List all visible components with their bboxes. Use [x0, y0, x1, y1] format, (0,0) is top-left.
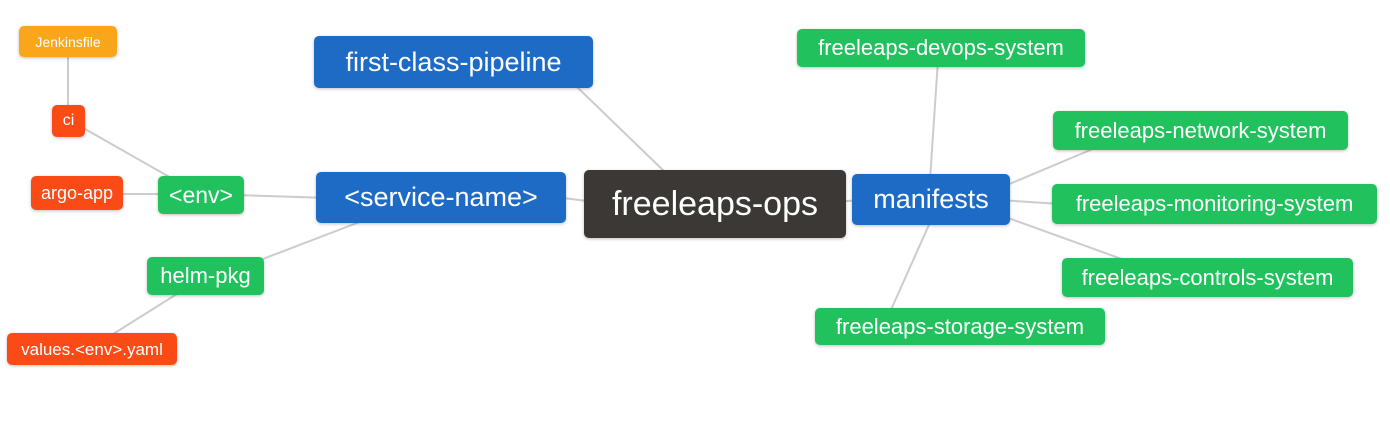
edge-env-to-service-name: [234, 194, 331, 199]
edge-manifests-to-freeleaps-network-system: [999, 147, 1096, 189]
edge-ci-to-env: [77, 124, 181, 184]
node-helm-pkg[interactable]: helm-pkg: [147, 257, 264, 295]
node-freeleaps-storage-system[interactable]: freeleaps-storage-system: [815, 308, 1105, 345]
node-manifests[interactable]: manifests: [852, 174, 1010, 225]
node-freeleaps-monitoring-system[interactable]: freeleaps-monitoring-system: [1052, 184, 1377, 224]
edge-helm-pkg-to-service-name: [254, 217, 371, 263]
node-freeleaps-controls-system[interactable]: freeleaps-controls-system: [1062, 258, 1353, 297]
edge-manifests-to-freeleaps-devops-system: [929, 59, 939, 181]
node-freeleaps-network-system[interactable]: freeleaps-network-system: [1053, 111, 1348, 150]
node-argo-app[interactable]: argo-app: [31, 176, 123, 210]
node-freeleaps-ops[interactable]: freeleaps-ops: [584, 170, 846, 238]
edge-first-class-pipeline-to-freeleaps-ops: [574, 84, 669, 176]
edge-values-env-yaml-to-helm-pkg: [109, 291, 181, 337]
node-ci[interactable]: ci: [52, 105, 85, 137]
node-first-class-pipeline[interactable]: first-class-pipeline: [314, 36, 593, 88]
node-freeleaps-devops-system[interactable]: freeleaps-devops-system: [797, 29, 1085, 67]
edge-manifests-to-freeleaps-monitoring-system: [999, 199, 1061, 205]
node-values-env-yaml[interactable]: values.<env>.yaml: [7, 333, 177, 365]
edge-manifests-to-freeleaps-controls-system: [999, 214, 1131, 263]
node-jenkinsfile[interactable]: Jenkinsfile: [19, 26, 117, 57]
node-service-name[interactable]: <service-name>: [316, 172, 566, 223]
node-env[interactable]: <env>: [158, 176, 244, 214]
edge-manifests-to-freeleaps-storage-system: [889, 217, 933, 313]
